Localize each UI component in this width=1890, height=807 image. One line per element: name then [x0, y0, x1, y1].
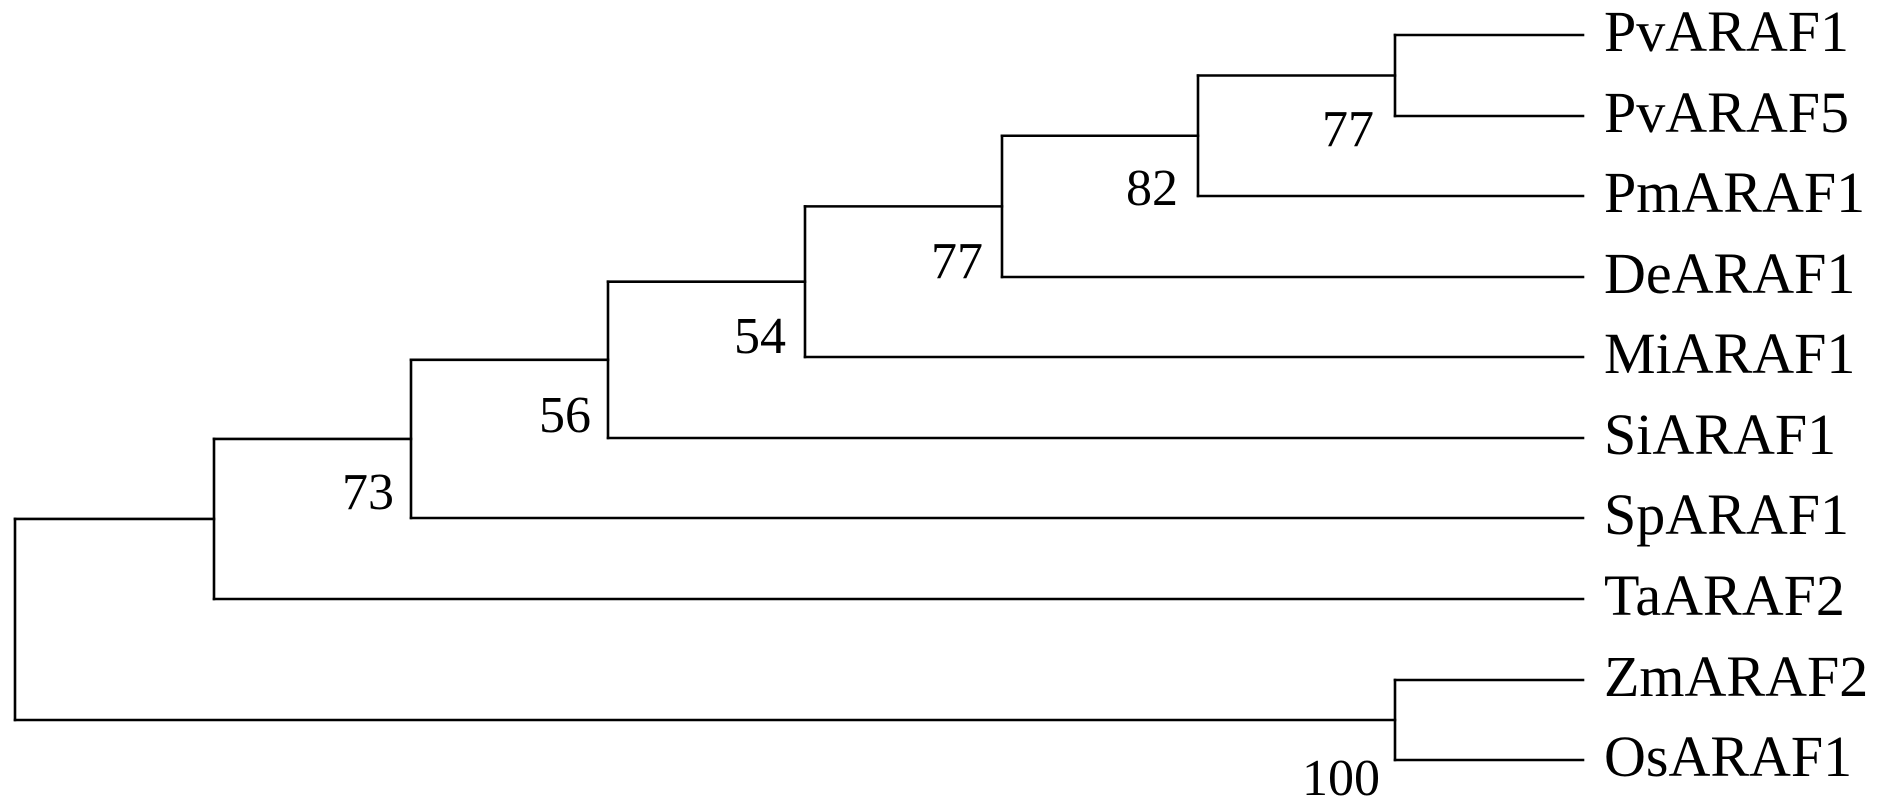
- taxon-label-miaraf1: MiARAF1: [1604, 321, 1855, 386]
- support-labels: 77 82 77 54 56 73 100: [342, 101, 1380, 807]
- taxon-label-dearaf1: DeARAF1: [1604, 241, 1855, 306]
- taxon-label-zmaraf2: ZmARAF2: [1604, 644, 1868, 709]
- support-value-de-clade: 77: [931, 233, 983, 290]
- support-value-pm-clade: 82: [1126, 160, 1178, 217]
- taxon-label-osaraf1: OsARAF1: [1604, 724, 1852, 789]
- support-value-zo-clade: 100: [1302, 750, 1380, 807]
- support-value-mi-clade: 54: [734, 308, 786, 365]
- tree-branches: [13, 33, 1585, 762]
- support-value-si-clade: 56: [539, 387, 591, 444]
- taxon-label-pmaraf1: PmARAF1: [1604, 160, 1865, 225]
- support-value-sp-clade: 73: [342, 464, 394, 521]
- taxon-labels: PvARAF1 PvARAF5 PmARAF1 DeARAF1 MiARAF1 …: [1604, 0, 1868, 789]
- taxon-label-taaraf2: TaARAF2: [1604, 563, 1845, 628]
- taxon-label-pvaraf1: PvARAF1: [1604, 0, 1849, 64]
- taxon-label-sparaf1: SpARAF1: [1604, 482, 1849, 547]
- support-value-pv-clade: 77: [1322, 101, 1374, 158]
- taxon-label-siaraf1: SiARAF1: [1604, 402, 1836, 467]
- taxon-label-pvaraf5: PvARAF5: [1604, 80, 1849, 145]
